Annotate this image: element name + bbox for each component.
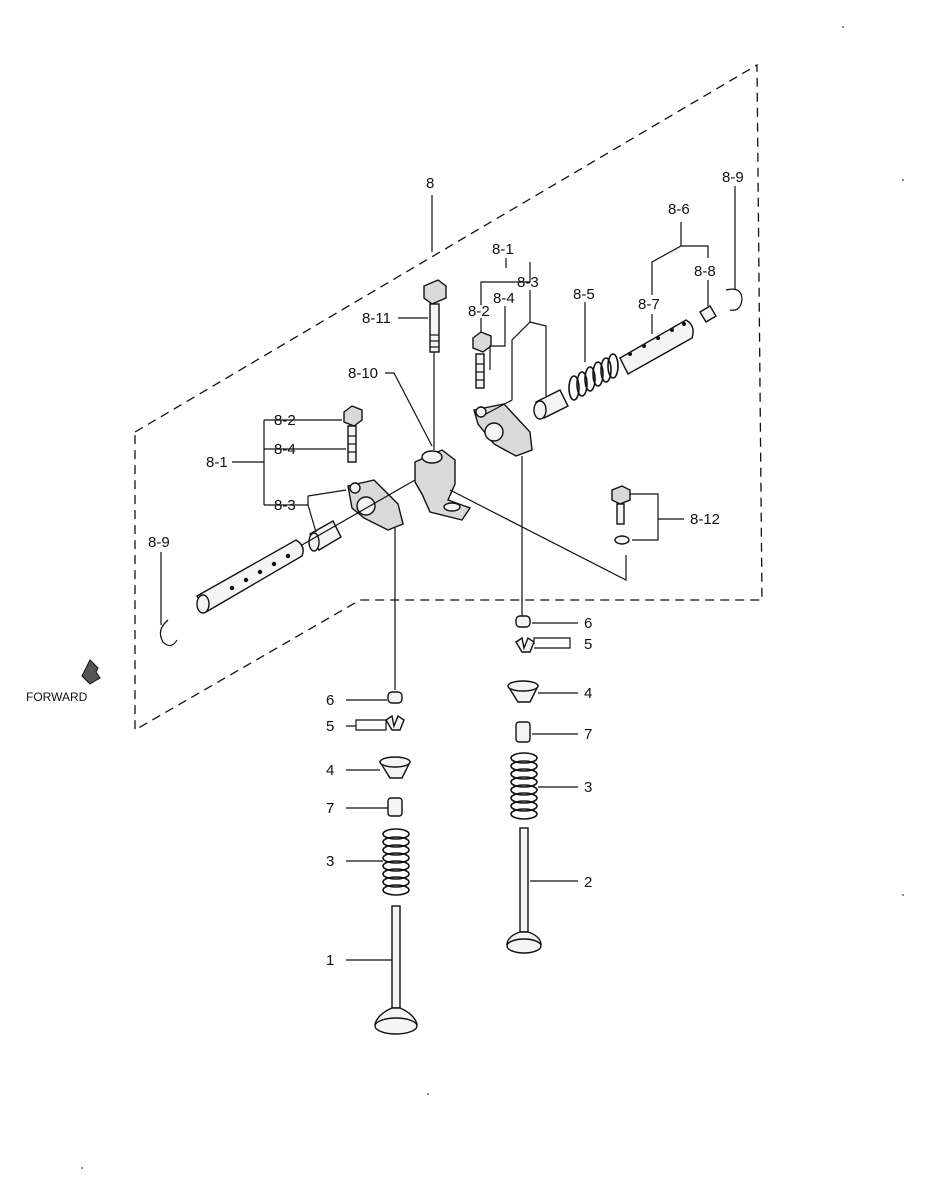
assembly-8-boundary	[134, 63, 763, 732]
label-3-left: 3	[326, 853, 334, 870]
label-8-4-top: 8-4	[493, 290, 515, 307]
washer	[614, 535, 630, 545]
label-7-left: 7	[326, 800, 334, 817]
label-8-9-left: 8-9	[148, 534, 170, 551]
left-locknut	[343, 405, 363, 427]
left-bushing	[308, 520, 342, 552]
rocker-shaft-support	[414, 449, 472, 521]
right-spring-retainer	[506, 680, 540, 703]
right-bushing	[533, 389, 569, 420]
right-stem-seal	[515, 721, 531, 743]
intake-valve	[374, 905, 418, 1035]
right-snap-ring	[725, 288, 743, 311]
label-1: 1	[326, 952, 334, 969]
forward-arrow-icon	[81, 659, 101, 685]
right-rocker-shaft	[619, 319, 694, 375]
label-8-12: 8-12	[690, 511, 720, 528]
label-6-right: 6	[584, 615, 592, 632]
label-8-7: 8-7	[638, 296, 660, 313]
label-8-8: 8-8	[694, 263, 716, 280]
label-8-10: 8-10	[348, 365, 378, 382]
right-tappet-cap	[515, 615, 531, 628]
leader-lines	[160, 186, 736, 961]
label-2: 2	[584, 874, 592, 891]
label-assembly-8: 8	[426, 175, 434, 192]
axis-support-to-bolt	[449, 489, 627, 581]
exhaust-valve	[506, 827, 542, 954]
forward-label: FORWARD	[26, 690, 88, 704]
right-valve-spring	[510, 752, 538, 820]
label-8-3-left: 8-3	[274, 497, 296, 514]
scan-specks	[81, 26, 904, 1169]
left-stem-seal	[387, 797, 403, 817]
label-8-5: 8-5	[573, 286, 595, 303]
label-7-right: 7	[584, 726, 592, 743]
axis-left-shaft	[301, 479, 416, 546]
label-4-left: 4	[326, 762, 334, 779]
left-rocker-arm	[347, 479, 404, 531]
rocker-spring	[568, 353, 619, 401]
label-8-4-left: 8-4	[274, 441, 296, 458]
label-8-2-left: 8-2	[274, 412, 296, 429]
label-8-6: 8-6	[668, 201, 690, 218]
label-8-1-top: 8-1	[492, 241, 514, 258]
left-valve-spring	[382, 828, 410, 896]
right-adjust-screw	[475, 353, 485, 389]
right-rocker-arm	[473, 403, 533, 457]
label-3-right: 3	[584, 779, 592, 796]
label-5-left: 5	[326, 718, 334, 735]
left-spring-retainer	[378, 756, 412, 779]
left-tappet-cap	[387, 691, 403, 704]
left-rocker-shaft	[196, 539, 304, 614]
label-8-9-right: 8-9	[722, 169, 744, 186]
label-8-2-top: 8-2	[468, 303, 490, 320]
label-5-right: 5	[584, 636, 592, 653]
label-8-3-top: 8-3	[517, 274, 539, 291]
label-6-left: 6	[326, 692, 334, 709]
left-cotter	[385, 714, 405, 731]
small-bolt	[611, 485, 631, 525]
left-snap-ring	[159, 619, 178, 647]
plug	[699, 305, 717, 323]
left-adjust-screw	[347, 425, 357, 463]
right-locknut	[472, 331, 492, 353]
label-4-right: 4	[584, 685, 592, 702]
support-bolt	[423, 279, 447, 353]
label-8-1-left: 8-1	[206, 454, 228, 471]
label-8-11: 8-11	[362, 310, 391, 327]
right-cotter	[515, 636, 535, 653]
